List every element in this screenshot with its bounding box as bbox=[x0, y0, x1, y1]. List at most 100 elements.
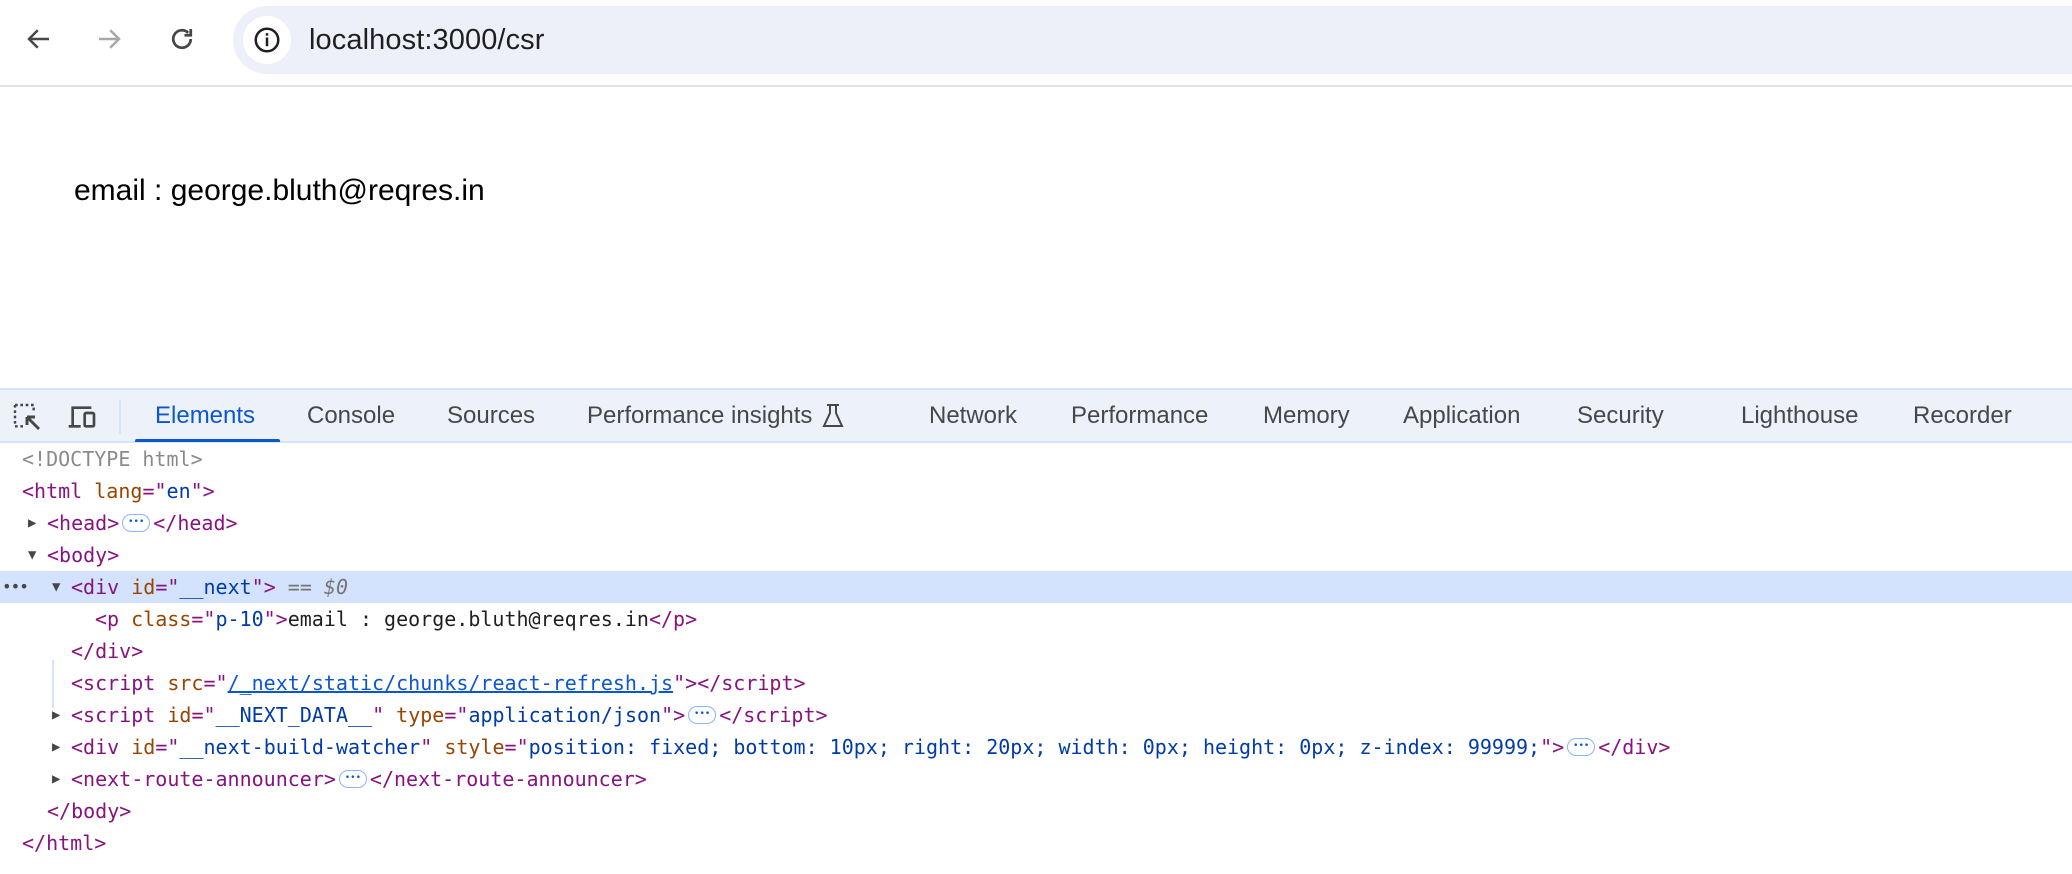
tag-name: <html bbox=[22, 479, 83, 503]
inspect-element-button[interactable] bbox=[11, 401, 43, 433]
tab-elements[interactable]: Elements bbox=[134, 390, 281, 442]
devtools-panel: Elements Console Sources Performance ins… bbox=[0, 388, 2072, 874]
tab-label: Elements bbox=[155, 401, 256, 429]
tag-name: <head> bbox=[47, 511, 120, 535]
back-button[interactable] bbox=[20, 20, 58, 58]
dom-tree: <!DOCTYPE html> <html lang="en"> ▶ <head… bbox=[0, 443, 2072, 874]
attr-name: style bbox=[444, 735, 505, 759]
tag-name: <div bbox=[71, 575, 120, 599]
toolbar-separator bbox=[119, 400, 121, 434]
address-bar[interactable]: localhost:3000/csr bbox=[233, 6, 2072, 74]
dom-node-html[interactable]: <html lang="en"> bbox=[22, 479, 215, 503]
dom-node-script-react-refresh[interactable]: <script src="/_next/static/chunks/react-… bbox=[71, 671, 806, 695]
tag-name: </div> bbox=[1598, 735, 1671, 759]
tab-label: Recorder bbox=[1913, 401, 2012, 429]
tag-name: </html> bbox=[22, 831, 107, 855]
attr-name: id bbox=[131, 735, 156, 759]
tab-console[interactable]: Console bbox=[307, 390, 395, 441]
attr-value: en bbox=[166, 479, 191, 503]
reload-button[interactable] bbox=[163, 20, 201, 58]
script-src-link[interactable]: /_next/static/chunks/react-refresh.js bbox=[227, 671, 674, 695]
tag-name: </div> bbox=[71, 639, 144, 663]
device-mode-icon bbox=[68, 406, 96, 428]
attr-name: lang bbox=[94, 479, 143, 503]
selected-node-marker: == $0 bbox=[287, 575, 349, 599]
tree-indent-guide bbox=[52, 660, 54, 708]
expand-triangle-icon[interactable]: ▶ bbox=[28, 515, 37, 531]
ellipsis-icon[interactable] bbox=[688, 699, 717, 729]
dom-node-next-route-announcer[interactable]: ▶ <next-route-announcer> </next-route-ann… bbox=[0, 763, 2072, 795]
browser-toolbar: localhost:3000/csr bbox=[0, 0, 2072, 87]
attr-value: __NEXT_DATA__ bbox=[215, 703, 373, 727]
tab-label: Memory bbox=[1263, 401, 1350, 429]
dom-node-p[interactable]: <p class="p-10">email : george.bluth@req… bbox=[95, 607, 698, 631]
attr-name: class bbox=[131, 607, 192, 631]
attr-name: id bbox=[167, 703, 192, 727]
tab-application[interactable]: Application bbox=[1403, 390, 1520, 441]
arrow-left-icon bbox=[27, 29, 49, 49]
tab-label: Security bbox=[1577, 401, 1664, 429]
attr-value: application/json bbox=[468, 703, 662, 727]
tag-name: <script bbox=[71, 703, 156, 727]
tag-name: </p> bbox=[648, 607, 698, 631]
page-viewport: email : george.bluth@reqres.in bbox=[0, 89, 2072, 388]
collapse-triangle-icon[interactable]: ▼ bbox=[28, 547, 37, 563]
dom-node-div-next[interactable]: ••• ▼ <div id="__next"> == $0 bbox=[0, 571, 2072, 603]
reload-icon bbox=[171, 28, 193, 50]
attr-name: src bbox=[167, 671, 204, 695]
tag-name: </body> bbox=[47, 799, 132, 823]
dom-node-div-build-watcher[interactable]: ▶ <div id="__next-build-watcher" style="… bbox=[0, 731, 2072, 763]
tab-security[interactable]: Security bbox=[1577, 390, 1664, 441]
tag-name: </script> bbox=[697, 671, 806, 695]
arrow-right-icon bbox=[99, 29, 121, 49]
text-node: email : george.bluth@reqres.in bbox=[287, 607, 649, 631]
tab-performance[interactable]: Performance bbox=[1071, 390, 1208, 441]
dom-node-body-close[interactable]: </body> bbox=[0, 795, 2072, 827]
attr-name: type bbox=[396, 703, 445, 727]
attr-value: __next-build-watcher bbox=[179, 735, 421, 759]
dom-node-doctype[interactable]: <!DOCTYPE html> bbox=[0, 443, 2072, 475]
inspect-icon bbox=[13, 403, 41, 431]
tab-label: Performance insights bbox=[587, 401, 813, 429]
doctype-text: <!DOCTYPE html> bbox=[22, 447, 203, 471]
tab-lighthouse[interactable]: Lighthouse bbox=[1741, 390, 1858, 441]
tag-name: <div bbox=[71, 735, 120, 759]
tab-label: Lighthouse bbox=[1741, 401, 1859, 429]
expand-triangle-icon[interactable]: ▶ bbox=[52, 739, 61, 755]
collapse-triangle-icon[interactable]: ▼ bbox=[52, 579, 61, 595]
tab-label: Network bbox=[929, 401, 1018, 429]
dom-node-div-close[interactable]: </div> bbox=[0, 635, 2072, 667]
tag-name: </head> bbox=[153, 511, 238, 535]
ellipsis-icon[interactable] bbox=[122, 507, 151, 537]
tab-performance-insights[interactable]: Performance insights bbox=[587, 390, 845, 441]
site-info-button[interactable] bbox=[243, 16, 291, 64]
dom-node-body[interactable]: ▼ <body> bbox=[0, 539, 2072, 571]
forward-button[interactable] bbox=[90, 20, 128, 58]
attr-value: p-10 bbox=[215, 607, 264, 631]
attr-name: id bbox=[131, 575, 156, 599]
tab-recorder[interactable]: Recorder bbox=[1913, 390, 2012, 441]
dom-node-html-close[interactable]: </html> bbox=[0, 827, 2072, 859]
dom-node-head[interactable]: ▶ <head> </head> bbox=[0, 507, 2072, 539]
tag-name: <body> bbox=[47, 543, 120, 567]
devtools-tabbar: Elements Console Sources Performance ins… bbox=[0, 388, 2072, 443]
dom-node-script-next-data[interactable]: ▶ <script id="__NEXT_DATA__" type="appli… bbox=[0, 699, 2072, 731]
tag-name: </next-route-announcer> bbox=[369, 767, 647, 791]
device-toolbar-button[interactable] bbox=[66, 401, 98, 433]
email-paragraph: email : george.bluth@reqres.in bbox=[74, 174, 485, 207]
tag-name: <next-route-announcer> bbox=[71, 767, 336, 791]
ellipsis-icon[interactable] bbox=[338, 763, 367, 793]
url-text[interactable]: localhost:3000/csr bbox=[309, 24, 545, 56]
tab-label: Performance bbox=[1071, 401, 1209, 429]
tag-name: </script> bbox=[719, 703, 828, 727]
ellipsis-icon[interactable] bbox=[1567, 731, 1596, 761]
expand-triangle-icon[interactable]: ▶ bbox=[52, 771, 61, 787]
attr-value: __next bbox=[179, 575, 252, 599]
tab-sources[interactable]: Sources bbox=[447, 390, 535, 441]
tab-memory[interactable]: Memory bbox=[1263, 390, 1350, 441]
attr-value: position: fixed; bottom: 10px; right: 20… bbox=[528, 735, 1541, 759]
experimental-flask-icon bbox=[822, 403, 845, 427]
tab-network[interactable]: Network bbox=[929, 390, 1017, 441]
expand-triangle-icon[interactable]: ▶ bbox=[52, 707, 61, 723]
more-options-icon[interactable]: ••• bbox=[2, 577, 29, 596]
